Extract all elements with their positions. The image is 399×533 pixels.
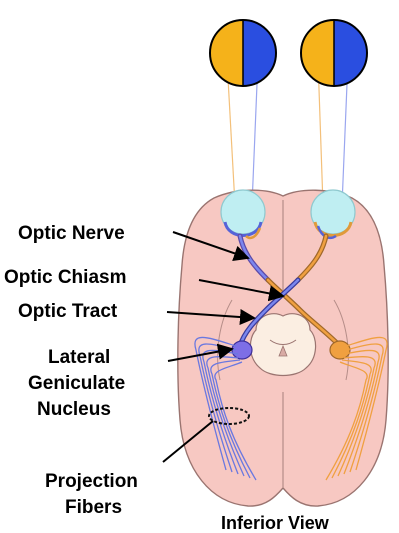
label-projection-fibers: Projection Fibers [45, 471, 138, 518]
label-lgn-line3: Nucleus [37, 399, 111, 420]
label-projection-line1: Projection [45, 471, 138, 492]
visual-field-left [210, 20, 276, 86]
brain-inferior-view [178, 190, 388, 506]
split-circle-icon [301, 20, 334, 86]
label-optic-tract: Optic Tract [18, 301, 118, 322]
split-circle-icon [210, 20, 243, 86]
eye-right [311, 190, 355, 238]
label-optic-nerve: Optic Nerve [18, 223, 125, 244]
visual-field-right [301, 20, 367, 86]
label-view: Inferior View [221, 513, 330, 533]
label-optic-chiasm: Optic Chiasm [4, 267, 126, 288]
label-lateral-geniculate-nucleus: Lateral Geniculate Nucleus [28, 347, 125, 420]
label-lgn-line1: Lateral [48, 347, 110, 368]
label-projection-line2: Fibers [65, 497, 122, 518]
eye-left [221, 190, 265, 238]
label-lgn-line2: Geniculate [28, 373, 125, 394]
